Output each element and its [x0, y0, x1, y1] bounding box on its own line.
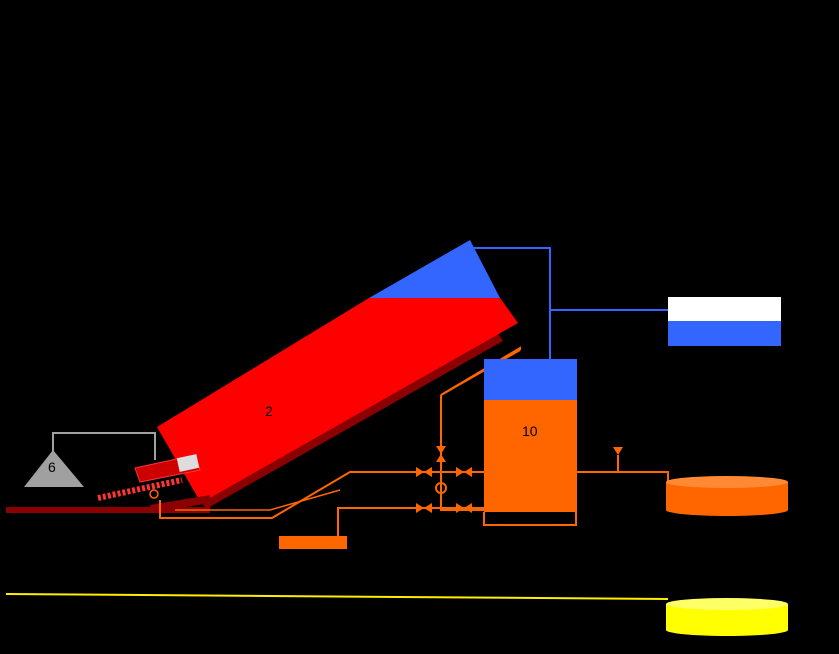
legend-item: 8. Liquid recirculation: [12, 317, 107, 329]
leachate-line: [159, 471, 484, 519]
methane-reactor-gas: [484, 359, 577, 400]
reactor-shadow: [200, 332, 503, 509]
reactor-gas-space: [369, 240, 500, 298]
valve-icon: [149, 489, 159, 499]
legend-item: 10. Methane reactor: [12, 347, 102, 359]
gasometer-label: 12: [716, 251, 732, 267]
legend-item: 5. Solid digestate output chamber: [12, 271, 161, 283]
legend-item: 11. Liquid digestate output tank: [12, 362, 151, 374]
legend-item: 7. Hydrolysis leachate circulation: [12, 301, 158, 313]
legend: 1. Feeding channel 2. Hydrolysis reactor…: [12, 208, 161, 422]
methane-reactor-label: 10: [522, 423, 538, 439]
screw-bottom-label: 5: [116, 521, 124, 537]
top-label: Gasrotnavna: [390, 20, 449, 31]
legend-item: 13. Gas pipe: [12, 393, 69, 405]
legend-item: 3. Hopper: [12, 240, 56, 252]
feeding-channel-ramp: [150, 495, 210, 513]
recirc-up-line: [440, 349, 521, 396]
footnote-line: plant at Vittskovle, Ahus: [372, 638, 468, 648]
screw-label: 4: [112, 453, 120, 469]
pumps-label: 9: [434, 523, 442, 539]
legend-item: 1. Feeding channel: [12, 210, 98, 221]
heap-conveyor: [52, 432, 156, 460]
channel-label: 1: [56, 521, 64, 537]
liquid-line-bottom: [337, 507, 484, 540]
heap-storage: [24, 450, 84, 487]
legend-item: 4. Screw feeding device: [12, 255, 119, 267]
footnote: The material flow diagram of a typical d…: [200, 627, 640, 649]
heap-label: 6: [48, 459, 56, 475]
hopper-label: 3: [135, 442, 143, 458]
legend-item: 12. Gasometer: [12, 378, 79, 390]
feeding-channel: [6, 507, 210, 513]
legend-item: 9. Pump and valves: [12, 332, 100, 344]
gas-pipe-label: 13: [112, 559, 128, 575]
reactor-label: 2: [265, 403, 273, 419]
screw-housing: [176, 454, 200, 472]
digestate-tank: [666, 476, 788, 516]
recirculation-line-2: [440, 395, 484, 511]
leachate-tank: [279, 536, 347, 549]
gas-use-tank: [666, 598, 788, 636]
tank-feed-line: [576, 471, 669, 485]
tank-upper-label: 11: [718, 420, 733, 436]
reactor-outlet-line: [483, 512, 577, 526]
legend-item: 2. Hydrolysis reactor: [12, 225, 104, 237]
methane-reactor: [484, 400, 577, 512]
tank-lower-label: 11: [720, 538, 735, 554]
page-title: Material flow chart of the biogas plant …: [63, 41, 777, 107]
footnote-line: The material flow diagram of a typical d…: [267, 627, 573, 637]
gas-pipe-reactor: [470, 247, 551, 360]
leachate-label: 7: [186, 532, 194, 548]
leachate-return-line: [175, 489, 341, 511]
hydrolysis-reactor: [157, 298, 518, 503]
gasometer-top: [668, 297, 781, 321]
legend-item: 14. Gas use: [12, 408, 66, 420]
legend-item: 6. Solid digestate heap storage: [12, 286, 150, 298]
gas-use-line: [5, 593, 669, 600]
screw-feeder: [97, 477, 183, 501]
gasometer-bottom: [668, 321, 781, 346]
